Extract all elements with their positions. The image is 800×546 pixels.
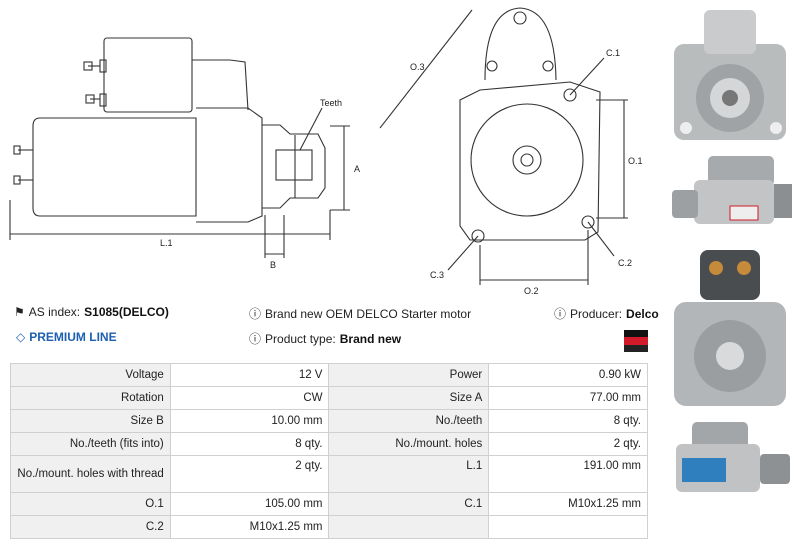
specification-table: Voltage 12 V Power 0.90 kW Rotation CW S… — [10, 363, 648, 539]
label-c2: C.2 — [618, 258, 632, 268]
producer: ⓘ Producer: Delco — [554, 306, 659, 322]
label-o3: O.3 — [410, 62, 425, 72]
producer-flag-icon — [624, 330, 648, 352]
table-row: O.1 105.00 mm C.1 M10x1.25 mm — [10, 492, 648, 516]
as-index-value: S1085(DELCO) — [84, 305, 169, 319]
tag-icon: ⚑ — [14, 305, 25, 319]
product-photo-front — [674, 10, 786, 140]
label-a: A — [354, 164, 360, 174]
label-b: B — [270, 260, 276, 270]
product-photo-end — [674, 250, 786, 406]
label-teeth: Teeth — [320, 98, 342, 108]
product-type-value: Brand new — [339, 331, 402, 346]
front-view-ear — [484, 7, 557, 81]
info-icon: ⓘ — [249, 307, 262, 321]
solenoid-outline — [103, 37, 193, 113]
info-icon: ⓘ — [249, 332, 262, 346]
product-info: ⚑ AS index: S1085(DELCO) ⓘ Brand new OEM… — [14, 305, 659, 355]
table-row: No./teeth (fits into) 8 qty. No./mount. … — [10, 432, 648, 456]
info-icon: ⓘ — [554, 307, 567, 321]
premium-line-badge: ◇ PREMIUM LINE — [16, 330, 117, 344]
label-o2: O.2 — [524, 286, 539, 296]
description: ⓘ Brand new OEM DELCO Starter motor — [249, 306, 472, 322]
table-row: Rotation CW Size A 77.00 mm — [10, 386, 648, 410]
product-type: ⓘ Product type: Brand new — [249, 331, 402, 347]
motor-body-outline — [32, 117, 197, 217]
table-row: No./mount. holes with thread 2 qty. L.1 … — [10, 455, 648, 493]
producer-value: Delco — [626, 306, 659, 321]
front-view-bore — [470, 103, 584, 217]
label-o1: O.1 — [628, 156, 643, 166]
label-c1: C.1 — [606, 48, 620, 58]
table-row: Voltage 12 V Power 0.90 kW — [10, 363, 648, 387]
label-c3: C.3 — [430, 270, 444, 280]
label-l1: L.1 — [160, 238, 173, 248]
product-photo-side — [672, 156, 792, 224]
front-view-outline — [459, 81, 601, 241]
table-row: Size B 10.00 mm No./teeth 8 qty. — [10, 409, 648, 433]
diamond-icon: ◇ — [16, 330, 26, 344]
as-index: ⚑ AS index: S1085(DELCO) — [14, 305, 169, 319]
table-row: C.2 M10x1.25 mm — [10, 515, 648, 539]
product-photo-label-side — [676, 422, 790, 492]
technical-drawing: Teeth A B L.1 O.3 C.1 O.1 C.3 C.2 O.2 — [9, 7, 643, 296]
product-photos — [660, 0, 800, 546]
